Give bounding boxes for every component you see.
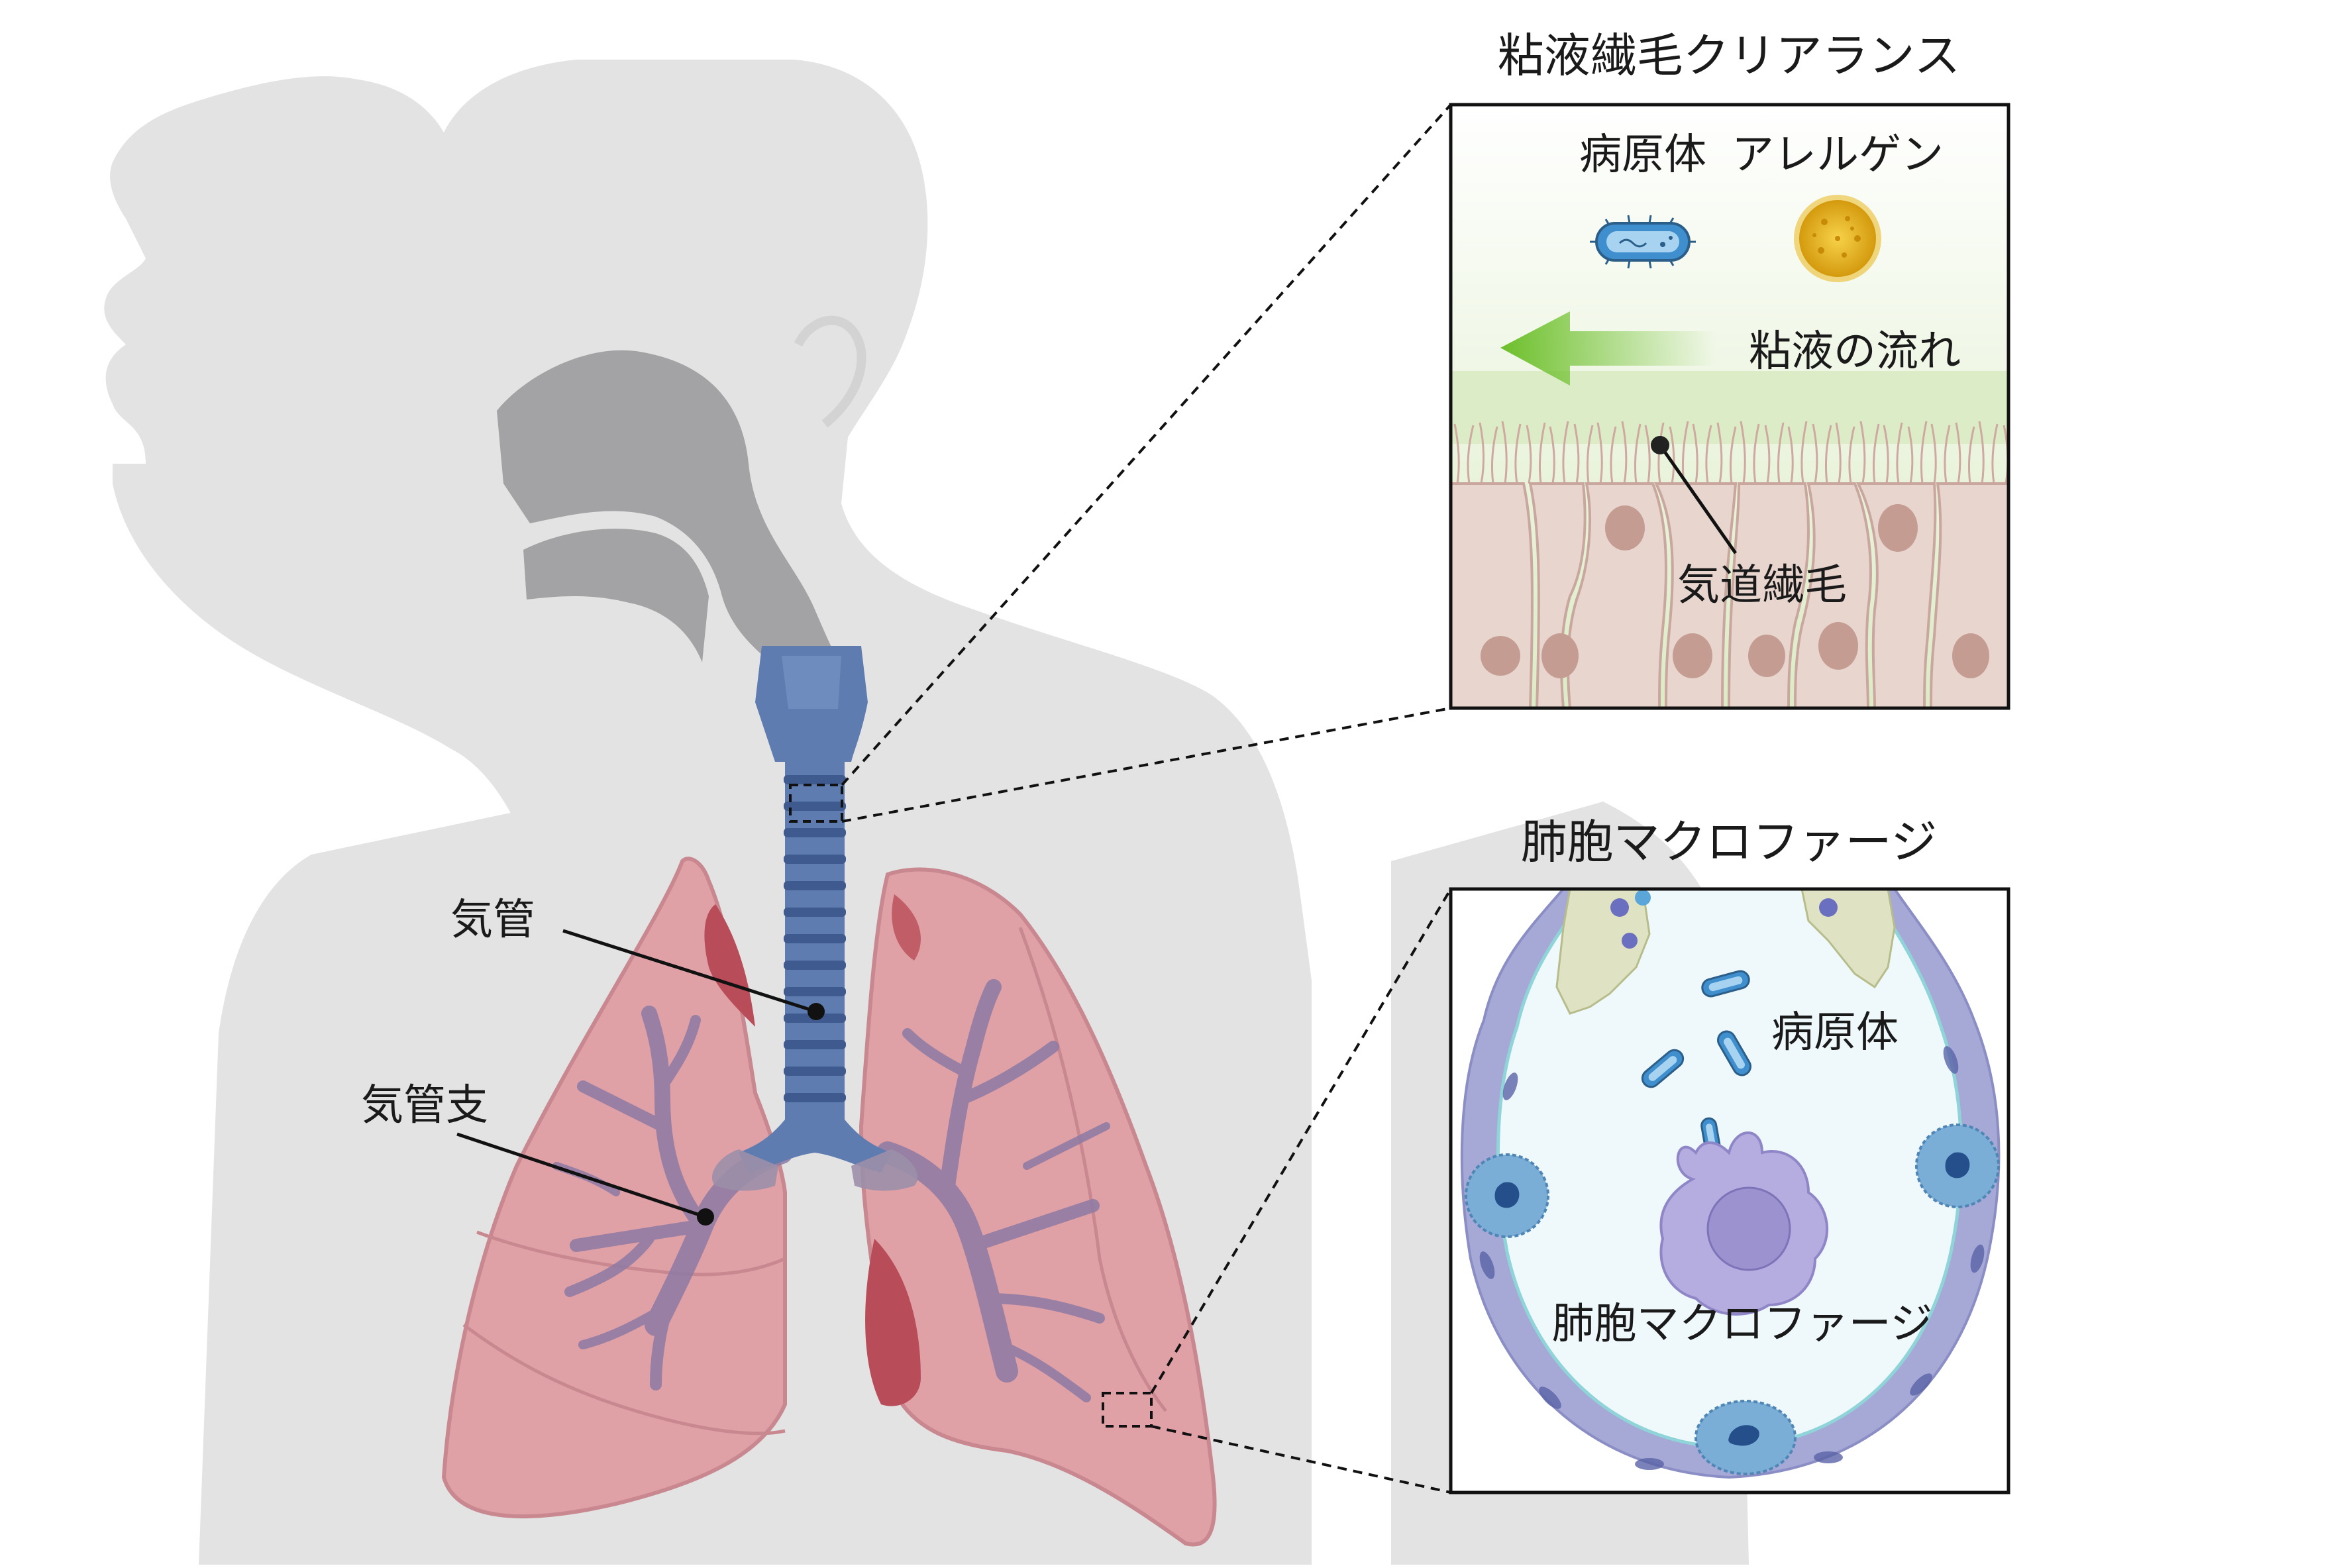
mucus-flow-arrow-icon [1500,311,1716,386]
bronchi-label: 気管支 [361,1081,488,1130]
cilia [1453,421,2008,484]
trachea [711,646,918,1191]
ear [794,315,866,428]
bronchial-tree [552,979,1110,1402]
trachea-leader [562,929,825,1020]
pollen-icon [1794,195,1881,282]
alveolar-panel-border [1449,887,2010,1494]
macrophage-cell [1659,1131,1829,1316]
bronchiole-epithelium [1555,889,1896,1015]
alveolar-pathogen-label: 病原体 [1771,1008,1899,1057]
allergen-label: アレルゲン [1732,131,1944,180]
trachea-dot-icon [808,1003,825,1020]
pathogen-label: 病原体 [1579,131,1706,180]
bronchi-leader [456,1132,714,1226]
trachea-zoom-region [789,784,843,823]
airway-cilia-label: 気道繊毛 [1677,561,1847,610]
alveolar-panel [1451,889,2008,1492]
zoom-connectors [841,103,1452,1494]
cilia-dot-icon [1651,436,1669,454]
mucociliary-title: 粘液繊毛クリアランス [1498,28,1961,83]
epithelial-cells [1451,482,2008,708]
alveolar-macrophage-label: 肺胞マクロファージ [1552,1300,1933,1349]
left-lung [859,867,1217,1547]
mucociliary-panel-border [1449,103,2010,710]
mucociliary-panel [1451,105,2008,708]
bronchi-dot-icon [697,1208,714,1226]
nasal-oral-airway [497,350,855,696]
mucus-flow-label: 粘液の流れ [1749,327,1961,376]
lung-zoom-region [1102,1392,1153,1428]
bacterium-icon [1590,215,1696,269]
trachea-label: 気管 [450,896,535,945]
resident-macrophages [1465,1124,2000,1475]
cell-nuclei [1481,504,1989,678]
alveolar-title: 肺胞マクロファージ [1521,815,1938,869]
